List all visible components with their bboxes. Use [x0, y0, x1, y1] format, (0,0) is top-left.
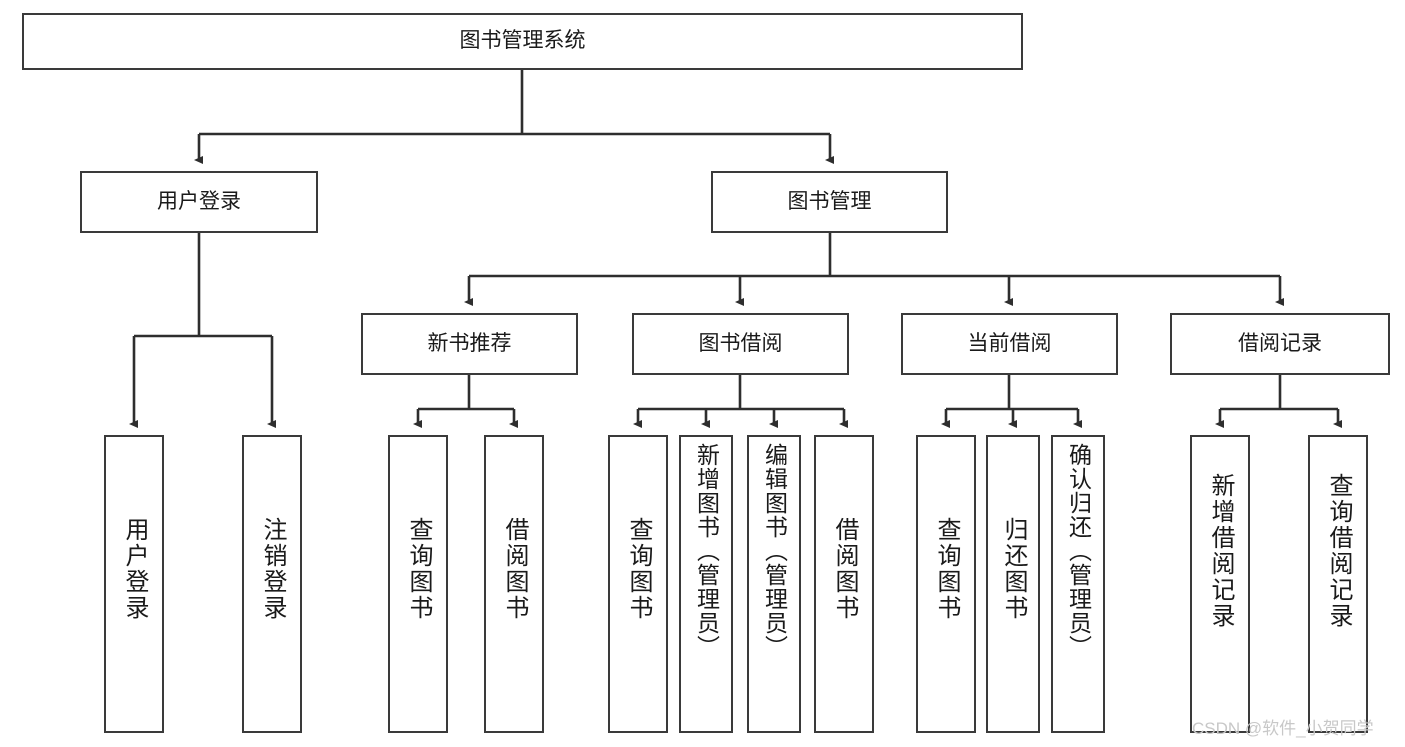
- node-leaf-query-borrow-record-label: 查询借阅记录: [1325, 473, 1352, 629]
- node-book-borrow-label: 图书借阅: [698, 331, 783, 355]
- node-leaf-logout-label: 注销登录: [259, 517, 286, 621]
- node-leaf-return-book-label: 归还图书: [1000, 517, 1027, 621]
- node-leaf-edit-book[interactable]: 编辑图书（管理员）: [747, 435, 801, 733]
- node-leaf-query-book-recommend[interactable]: 查询图书: [388, 435, 448, 733]
- node-leaf-query-book-borrow[interactable]: 查询图书: [608, 435, 668, 733]
- node-leaf-edit-book-label: 编辑图书（管理员）: [761, 443, 788, 659]
- node-leaf-borrow-book[interactable]: 借阅图书: [814, 435, 874, 733]
- node-root[interactable]: 图书管理系统: [22, 13, 1023, 70]
- node-leaf-borrow-book-label: 借阅图书: [831, 517, 858, 621]
- node-new-book-recommend[interactable]: 新书推荐: [361, 313, 578, 375]
- node-leaf-add-book-label: 新增图书（管理员）: [693, 443, 720, 659]
- node-leaf-borrow-book-recommend[interactable]: 借阅图书: [484, 435, 544, 733]
- node-leaf-logout[interactable]: 注销登录: [242, 435, 302, 733]
- node-book-manage-label: 图书管理: [787, 189, 872, 213]
- node-leaf-borrow-book-recommend-label: 借阅图书: [501, 517, 528, 621]
- node-leaf-user-login[interactable]: 用户登录: [104, 435, 164, 733]
- node-borrow-record[interactable]: 借阅记录: [1170, 313, 1390, 375]
- node-leaf-user-login-label: 用户登录: [121, 517, 148, 621]
- node-leaf-query-book-current[interactable]: 查询图书: [916, 435, 976, 733]
- node-leaf-add-borrow-record-label: 新增借阅记录: [1207, 473, 1234, 629]
- node-user-login-label: 用户登录: [157, 189, 241, 213]
- node-leaf-query-book-borrow-label: 查询图书: [625, 517, 652, 621]
- node-new-book-recommend-label: 新书推荐: [427, 331, 512, 355]
- node-leaf-add-borrow-record[interactable]: 新增借阅记录: [1190, 435, 1250, 733]
- node-book-manage[interactable]: 图书管理: [711, 171, 948, 233]
- node-leaf-confirm-return-label: 确认归还（管理员）: [1065, 443, 1092, 659]
- node-root-label: 图书管理系统: [459, 29, 586, 53]
- node-leaf-add-book[interactable]: 新增图书（管理员）: [679, 435, 733, 733]
- watermark-text: CSDN @软件_小贺同学: [1192, 719, 1374, 738]
- node-leaf-query-book-current-label: 查询图书: [933, 517, 960, 621]
- node-leaf-return-book[interactable]: 归还图书: [986, 435, 1040, 733]
- node-book-borrow[interactable]: 图书借阅: [632, 313, 849, 375]
- node-leaf-query-borrow-record[interactable]: 查询借阅记录: [1308, 435, 1368, 733]
- node-current-borrow[interactable]: 当前借阅: [901, 313, 1118, 375]
- node-user-login[interactable]: 用户登录: [80, 171, 318, 233]
- node-leaf-confirm-return[interactable]: 确认归还（管理员）: [1051, 435, 1105, 733]
- node-current-borrow-label: 当前借阅: [967, 331, 1052, 355]
- watermark: CSDN @软件_小贺同学: [1192, 714, 1374, 739]
- node-borrow-record-label: 借阅记录: [1238, 331, 1322, 355]
- node-leaf-query-book-recommend-label: 查询图书: [405, 517, 432, 621]
